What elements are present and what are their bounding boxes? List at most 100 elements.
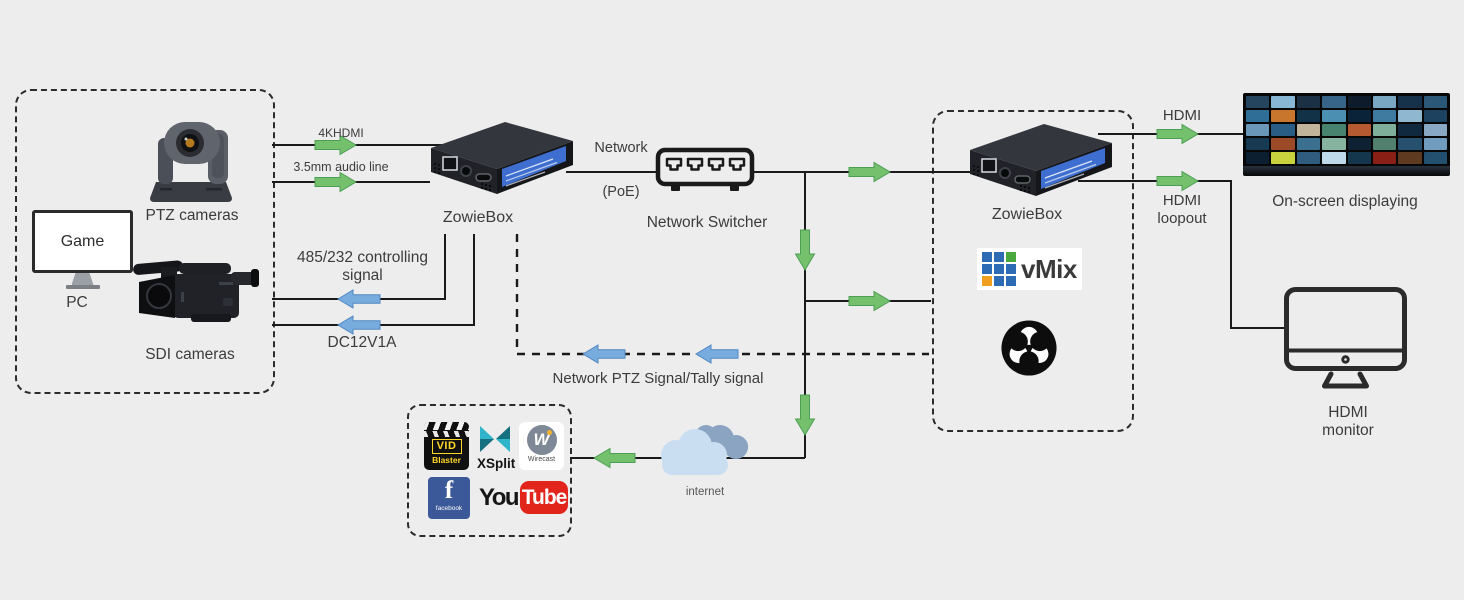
wall-tile: [1398, 124, 1422, 136]
xsplit-logo: XSplit: [477, 424, 516, 471]
arrow-drop-down-2: [794, 394, 816, 436]
label-control-signal-line1: 485/232 controlling: [297, 249, 428, 266]
vidblaster-blaster-text: Blaster: [432, 455, 461, 465]
wall-tile: [1398, 138, 1422, 150]
wall-tile: [1372, 138, 1397, 150]
arrow-control: [337, 289, 381, 309]
youtube-you-text: You: [479, 483, 520, 511]
vmix-grid-square: [994, 264, 1004, 274]
network-label: Network: [594, 140, 648, 156]
wall-tile: [1271, 152, 1295, 164]
hdmi-loopout-label-line1: HDMI: [1162, 192, 1202, 209]
wall-tile: [1296, 152, 1321, 164]
vmix-grid-square: [982, 276, 992, 286]
hdmi-monitor-label-line2: monitor: [1322, 422, 1374, 440]
ptz-camera-icon: [150, 122, 232, 202]
xsplit-icon: [480, 426, 510, 452]
vidblaster-clapper-stripe: [424, 422, 469, 430]
hdmi-loopout-label: HDMI loopout: [1138, 192, 1226, 227]
wirecast-accent-dot: [546, 430, 552, 435]
xsplit-text: XSplit: [477, 456, 516, 471]
wall-tile: [1372, 110, 1397, 122]
vidblaster-vid-text: VID: [431, 439, 462, 454]
zowiebox-decoder-icon: [970, 124, 1112, 196]
arrow-audio: [314, 171, 357, 193]
vmix-grid-square: [994, 252, 1004, 262]
video-wall-grid: [1243, 93, 1450, 167]
wall-tile: [1398, 152, 1422, 164]
zowiebox-decoder-image: [944, 118, 1116, 210]
ptz-tally-label: Network PTZ Signal/Tally signal: [552, 370, 764, 387]
pc-monitor: Game: [32, 210, 133, 289]
vmix-grid-square: [994, 276, 1004, 286]
wall-tile: [1296, 110, 1321, 122]
label-control-signal-line2: signal: [342, 267, 383, 285]
green-arrows: [314, 123, 1199, 469]
facebook-logo: f facebook: [428, 477, 470, 519]
facebook-text: facebook: [435, 505, 463, 512]
vmix-grid: [982, 252, 1016, 286]
wall-tile: [1246, 152, 1270, 164]
streaming-platforms-group-box: [407, 404, 572, 537]
vmix-logo: vMix: [977, 248, 1082, 290]
wall-tile: [1372, 96, 1397, 108]
sdi-camera-icon: [133, 260, 259, 322]
wall-tile: [1246, 124, 1270, 136]
wall-tile: [1322, 152, 1346, 164]
network-switcher-image: [655, 147, 755, 195]
wall-tile: [1246, 138, 1270, 150]
wall-tile: [1347, 96, 1371, 108]
arrow-loopout: [1156, 170, 1199, 192]
hdmi-label: HDMI: [1162, 107, 1202, 124]
wall-tile: [1246, 110, 1270, 122]
pc-screen-text: Game: [60, 232, 105, 250]
arrow-hdmi: [1156, 123, 1199, 145]
wall-tile: [1322, 110, 1346, 122]
wall-tile: [1296, 96, 1321, 108]
wall-tile: [1246, 96, 1270, 108]
label-4khdmi: 4KHDMI: [318, 126, 364, 140]
wall-tile: [1423, 138, 1447, 150]
wall-tile: [1372, 152, 1397, 164]
wall-tile: [1271, 110, 1295, 122]
blue-arrows: [337, 289, 739, 364]
wall-tile: [1398, 96, 1422, 108]
network-switcher-icon: [655, 147, 755, 191]
arrow-ptz-signal-1: [582, 344, 626, 364]
wirecast-circle: W: [526, 425, 557, 455]
wall-tile: [1347, 110, 1371, 122]
arrow-to-platforms: [593, 447, 636, 469]
zowiebox-encoder-image: [405, 116, 577, 208]
video-wall-reflection: [1243, 166, 1450, 176]
vmix-grid-square: [982, 252, 992, 262]
wall-tile: [1271, 124, 1295, 136]
hdmi-monitor-icon: [1284, 287, 1407, 389]
wall-tile: [1423, 110, 1447, 122]
ptz-camera-image: [146, 108, 236, 206]
on-screen-displaying-label: On-screen displaying: [1272, 193, 1418, 210]
arrow-network-right: [848, 161, 891, 183]
line-control: [272, 234, 446, 300]
wirecast-text: Wirecast: [527, 456, 556, 463]
obs-logo: [1000, 319, 1058, 377]
wall-tile: [1322, 138, 1346, 150]
wall-tile: [1322, 124, 1346, 136]
wall-tile: [1296, 124, 1321, 136]
sdi-camera-image: [133, 248, 261, 336]
label-audio-line: 3.5mm audio line: [293, 160, 389, 174]
wall-tile: [1271, 138, 1295, 150]
wirecast-logo: W Wirecast: [519, 422, 564, 470]
hdmi-monitor-label-line1: HDMI: [1328, 404, 1368, 421]
ptz-cameras-label: PTZ cameras: [145, 207, 239, 224]
vmix-grid-square: [982, 264, 992, 274]
wall-tile: [1398, 110, 1422, 122]
line-hdmi-loopout: [1078, 180, 1290, 329]
vidblaster-clapper-stripe2: [424, 431, 469, 437]
pc-label: PC: [66, 294, 88, 311]
arrow-ptz-signal-2: [695, 344, 739, 364]
wall-tile: [1347, 152, 1371, 164]
internet-cloud-image: [648, 419, 764, 483]
decoder-software-group-box: [932, 110, 1134, 432]
